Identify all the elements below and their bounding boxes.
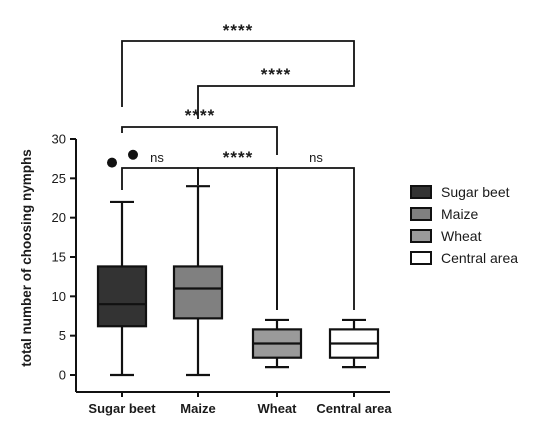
box-plot-maize <box>172 185 224 377</box>
outlier-point <box>128 149 138 160</box>
x-tick-label: Sugar beet <box>88 401 156 416</box>
comparison-bracket: **** <box>121 106 278 155</box>
box-plot-sugar-beet <box>96 200 148 377</box>
significance-label: ns <box>150 150 164 165</box>
legend-entry: Maize <box>410 206 479 222</box>
bracket-line <box>121 126 278 155</box>
comparison-bracket: ns <box>276 150 355 310</box>
bracket-line <box>121 40 355 107</box>
legend-label: Central area <box>441 250 518 266</box>
box <box>96 265 148 328</box>
box-plot-central-area <box>328 318 380 369</box>
legend-entry: Central area <box>410 250 518 266</box>
x-tick-label: Maize <box>180 401 215 416</box>
y-tick-label: 0 <box>59 368 66 383</box>
x-tick-label: Central area <box>316 401 392 416</box>
legend-label: Wheat <box>441 228 482 244</box>
significance-label: **** <box>223 148 253 167</box>
box-plot-wheat <box>251 318 303 369</box>
significance-label: **** <box>261 65 291 84</box>
comparison-bracket: **** <box>121 21 355 107</box>
significance-label: **** <box>185 106 215 125</box>
box-plots <box>96 149 380 377</box>
legend-entry: Wheat <box>410 228 482 244</box>
significance-brackets: **** **** **** ns **** ns <box>121 21 355 310</box>
box <box>172 265 224 320</box>
legend-swatch <box>410 251 432 265</box>
y-tick-label: 30 <box>52 132 66 147</box>
legend-swatch <box>410 185 432 199</box>
outlier-point <box>107 157 117 168</box>
bracket-line <box>276 167 355 310</box>
significance-label: ns <box>309 150 323 165</box>
legend-entry: Sugar beet <box>410 184 510 200</box>
significance-label: **** <box>223 21 253 40</box>
legend-swatch <box>410 229 432 243</box>
x-tick-label: Wheat <box>258 401 298 416</box>
y-axis-title: total number of choosing nymphs <box>19 149 34 367</box>
y-tick-label: 15 <box>52 250 66 265</box>
y-tick-label: 25 <box>52 171 66 186</box>
comparison-bracket: **** <box>197 65 355 119</box>
legend-swatch <box>410 207 432 221</box>
legend-label: Maize <box>441 206 479 222</box>
legend-label: Sugar beet <box>441 184 510 200</box>
bracket-line <box>197 72 355 119</box>
y-tick-label: 10 <box>52 289 66 304</box>
y-tick-label: 5 <box>59 328 66 343</box>
y-tick-label: 20 <box>52 210 66 225</box>
